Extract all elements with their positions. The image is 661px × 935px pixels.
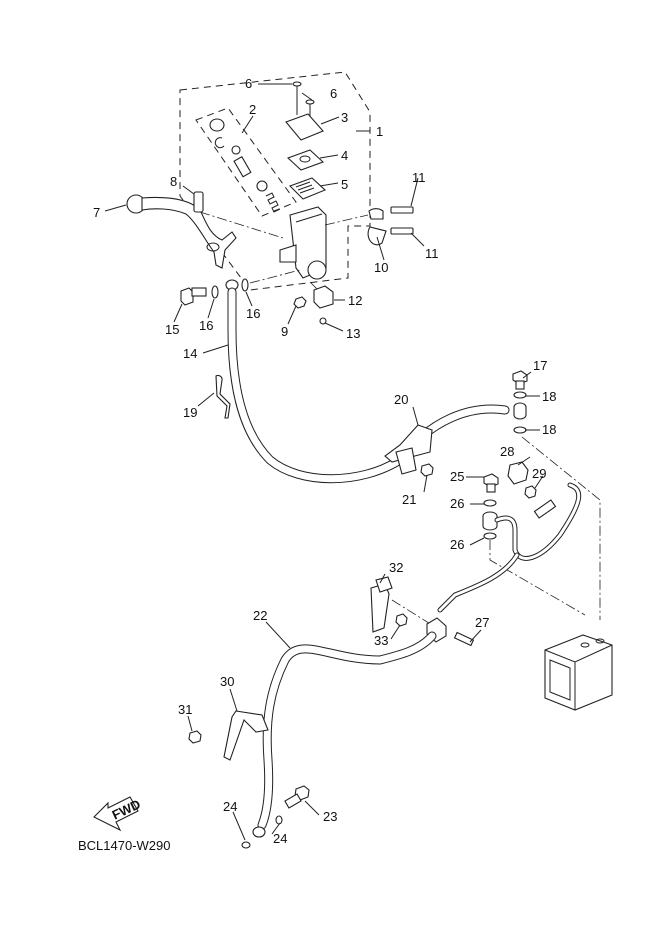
callout-11b: 11 (425, 246, 439, 261)
callout-19: 19 (183, 405, 197, 420)
callout-31: 31 (178, 702, 192, 717)
callout-25: 25 (450, 469, 464, 484)
callout-5: 5 (341, 177, 348, 192)
washer-26b (483, 532, 497, 540)
callout-2: 2 (249, 102, 256, 117)
hose-bracket-30 (223, 710, 269, 761)
callout-33: 33 (374, 633, 388, 648)
callout-6b: 6 (330, 86, 337, 101)
holder-bolts-11 (390, 206, 414, 235)
callout-10: 10 (374, 260, 388, 275)
callout-22: 22 (253, 608, 267, 623)
callout-27: 27 (475, 615, 489, 630)
callout-14: 14 (183, 346, 197, 361)
leader-lines (104, 83, 544, 841)
union-bolt-23 (284, 785, 310, 809)
callout-18b: 18 (542, 422, 556, 437)
callout-30: 30 (220, 674, 234, 689)
callout-9: 9 (281, 324, 288, 339)
union-bolt-25 (483, 473, 499, 493)
diagram-code: BCL1470-W290 (78, 838, 171, 853)
callout-12: 12 (348, 293, 362, 308)
union-bolt-15 (180, 287, 207, 306)
bracket-bolt-33 (395, 613, 408, 627)
callout-17: 17 (533, 358, 547, 373)
callout-3: 3 (341, 110, 348, 125)
bracket-19 (215, 374, 231, 419)
callout-7: 7 (93, 205, 100, 220)
callout-11a: 11 (412, 170, 426, 185)
callout-26b: 26 (450, 537, 464, 552)
pivot-bolt-8 (193, 191, 284, 239)
callout-16a: 16 (199, 318, 213, 333)
callout-28: 28 (500, 444, 514, 459)
hose-guide-20 (384, 424, 433, 475)
callout-20: 20 (394, 392, 408, 407)
piston-kit (209, 118, 281, 213)
callout-1: 1 (376, 124, 383, 139)
brake-pipe-upper (437, 482, 582, 613)
fwd-arrow-icon: FWD (93, 796, 143, 832)
nut-9 (293, 296, 307, 309)
bracket-32 (370, 576, 393, 633)
kit-boundary-2 (195, 107, 297, 217)
abs-hydraulic-unit (544, 634, 613, 711)
callout-29: 29 (532, 466, 546, 481)
washer-18a (513, 391, 527, 399)
callout-16b: 16 (246, 306, 260, 321)
clamp-bolt-29 (524, 485, 537, 499)
bracket-bolt-31 (188, 730, 202, 744)
gasket-16b (241, 278, 249, 292)
fwd-label: FWD (110, 796, 143, 822)
guide-bolt-21 (420, 463, 434, 477)
brake-hose-14 (225, 279, 510, 484)
callout-26a: 26 (450, 496, 464, 511)
callout-6a: 6 (245, 76, 252, 91)
master-cylinder-body (279, 206, 327, 280)
callout-4: 4 (341, 148, 348, 163)
reservoir-cap-3 (285, 113, 324, 141)
joint-bolt-27 (453, 631, 475, 647)
diaphragm-plate-4 (286, 149, 325, 171)
callout-24a: 24 (223, 799, 237, 814)
washer-24a (241, 841, 251, 849)
washer-24b (275, 815, 283, 825)
gasket-16a (211, 285, 219, 299)
callout-13: 13 (346, 326, 360, 341)
brake-hose-22 (252, 631, 437, 838)
callout-21: 21 (402, 492, 416, 507)
callout-23: 23 (323, 809, 337, 824)
callout-labels: 1 2 3 4 5 6 6 7 8 9 10 11 11 12 13 14 15… (93, 76, 556, 846)
brake-switch-12 (309, 281, 334, 309)
pipe-clamp-28 (507, 461, 529, 485)
washer-18b (513, 426, 527, 434)
washer-26a (483, 499, 497, 507)
callout-24b: 24 (273, 831, 287, 846)
callout-32: 32 (389, 560, 403, 575)
callout-18a: 18 (542, 389, 556, 404)
brake-lever-7 (126, 194, 237, 269)
callout-8: 8 (170, 174, 177, 189)
switch-screw-13 (319, 317, 327, 325)
pipe-fitting (482, 511, 498, 531)
callout-15: 15 (165, 322, 179, 337)
diaphragm-5 (289, 177, 327, 200)
banjo-fitting (513, 402, 527, 420)
union-bolt-17 (512, 370, 528, 390)
handlebar-holder-10 (367, 208, 387, 246)
